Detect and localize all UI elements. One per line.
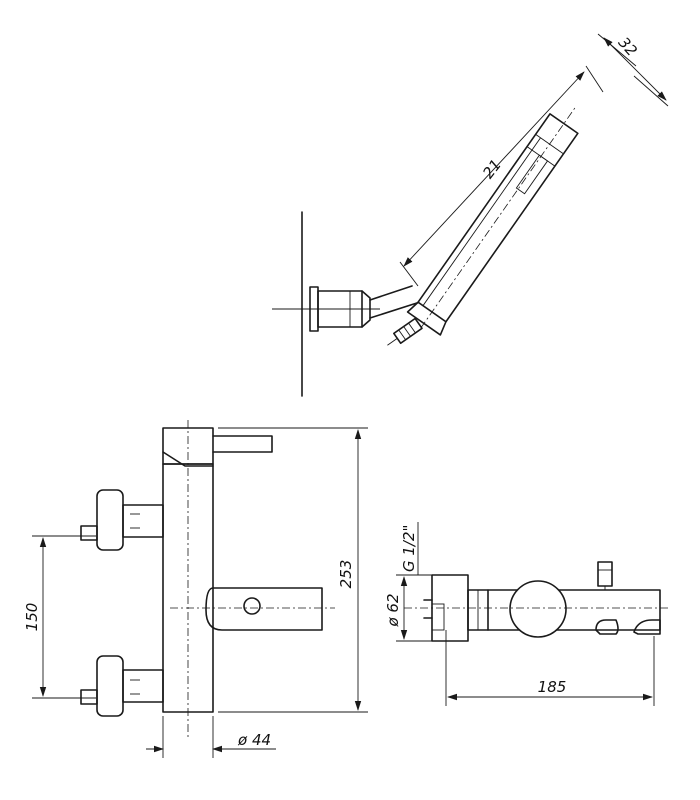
- connection-thread-label: G 1/2": [400, 525, 418, 572]
- hand-shower-length-label: 21: [479, 156, 505, 182]
- centers-distance-label: 150: [23, 603, 41, 632]
- height-total-label: 253: [337, 560, 355, 589]
- projection-length-label: 185: [538, 678, 567, 696]
- flange-diameter-label: ø 62: [384, 593, 402, 627]
- body-diameter-label: ø 44: [237, 731, 271, 749]
- mixer-front-view: 150 253 ø 44: [23, 420, 368, 758]
- hand-shower-diameter-label: 32: [615, 34, 641, 60]
- hand-shower-view: 21 32: [272, 34, 669, 397]
- mixer-side-view: G 1/2" ø 62 185: [384, 522, 670, 706]
